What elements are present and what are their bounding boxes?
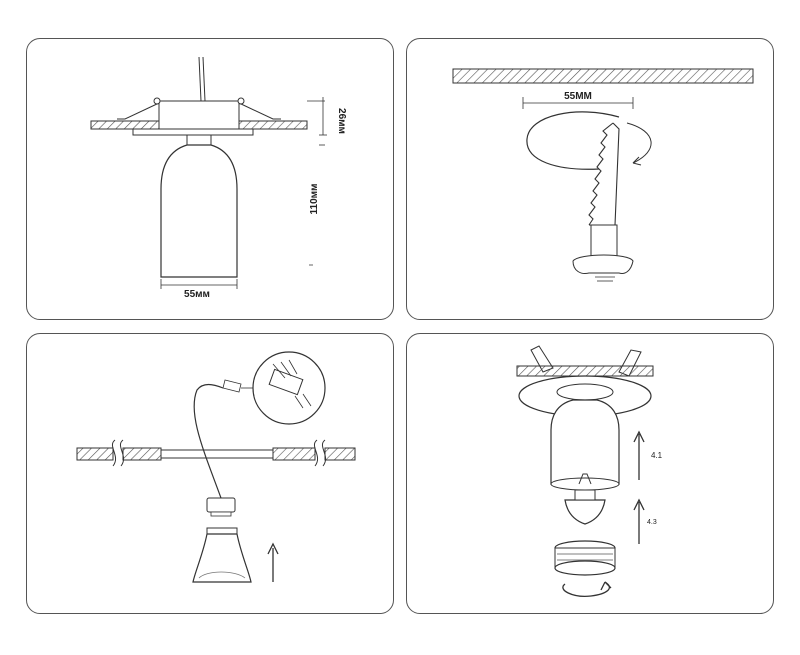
- spring-right: [238, 102, 281, 120]
- cutout-diameter-label: 55MM: [564, 91, 592, 102]
- wiring-drawing: [76, 351, 356, 583]
- step-2-label: 4.3: [647, 519, 657, 526]
- ceiling-opening: [160, 449, 274, 459]
- bulb-pins: [578, 473, 592, 485]
- lamp-body: [550, 399, 620, 485]
- twist-arrow-icon: [562, 581, 610, 597]
- panel-wiring: [26, 333, 394, 614]
- mounting-ring: [132, 128, 254, 136]
- cutout-drawing: 55MM: [452, 68, 754, 282]
- lamp-shade: [192, 533, 252, 583]
- ceiling-left: [76, 447, 114, 461]
- height-body-label: 110мм: [309, 184, 320, 215]
- spring-left: [117, 102, 160, 120]
- gu10-bulb: [564, 499, 606, 525]
- saw-grip: [572, 254, 634, 274]
- panel-assembly: 4.1 4.3: [406, 333, 774, 614]
- lamp-body: [160, 144, 238, 278]
- step-1-label: 4.1: [651, 451, 663, 460]
- wire-line: [198, 56, 202, 102]
- terminal-block: [222, 379, 242, 393]
- ceiling-slab: [452, 68, 754, 84]
- cutout-hole: [526, 111, 620, 170]
- width-body-label: 55мм: [184, 289, 210, 300]
- power-cable: [193, 383, 224, 499]
- dimensions-drawing: 26мм 110мм 55мм: [90, 56, 347, 300]
- saw-blade: [588, 122, 614, 226]
- panel-dimensions: 26мм 110мм 55мм: [26, 38, 394, 320]
- rotate-arrow-icon: [632, 156, 642, 166]
- panel-cutout: 55MM: [406, 38, 774, 320]
- ceiling-slab: [516, 365, 654, 377]
- saw-handle: [590, 224, 618, 260]
- housing-cap: [158, 100, 240, 130]
- assembly-drawing: 4.1 4.3: [516, 345, 663, 597]
- lamp-neck: [186, 134, 212, 146]
- ceiling-right: [236, 120, 308, 130]
- ceiling-right: [324, 447, 356, 461]
- lamp-base: [206, 497, 236, 513]
- height-cap-label: 26мм: [336, 108, 347, 134]
